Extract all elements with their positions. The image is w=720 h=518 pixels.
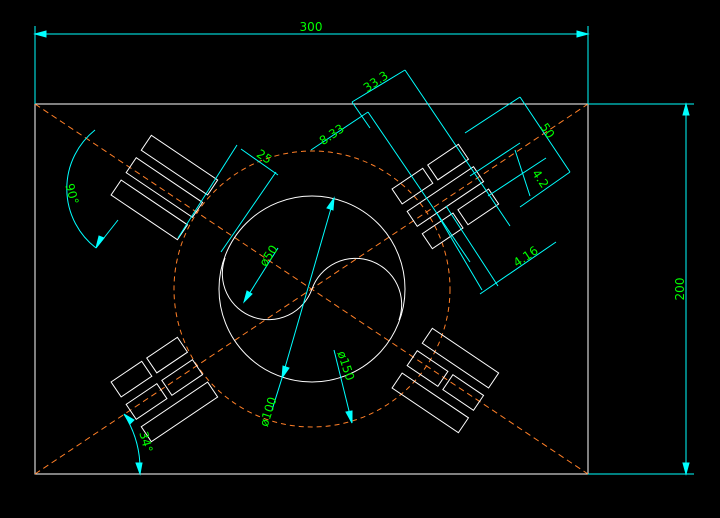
dim-diameter-dashed <box>333 349 353 424</box>
dim-bar-gap <box>435 205 557 295</box>
dim-width-label: 300 <box>300 20 323 34</box>
dim-diameter-circle <box>271 196 335 411</box>
dim-angle-diag <box>66 129 119 249</box>
dim-group-length <box>351 69 511 227</box>
dim-group-width <box>464 96 571 208</box>
dim-angle-diag-label: 90° <box>62 182 81 206</box>
trigram-upper-right <box>391 143 500 250</box>
dim-bar-width <box>177 144 279 253</box>
trigram-lower-right <box>391 327 500 434</box>
dashed-circle-150 <box>173 150 451 428</box>
dim-height <box>588 102 694 476</box>
dim-gap <box>469 142 547 197</box>
taegeuk-curve <box>221 257 403 321</box>
dim-width <box>33 26 590 104</box>
outer-rectangle <box>34 103 589 475</box>
trigram-upper-left <box>110 134 219 241</box>
dim-diameter-small <box>243 247 279 304</box>
dim-height-label: 200 <box>673 278 687 301</box>
trigram-lower-left <box>110 336 219 443</box>
dim-angle-base-label: 34° <box>136 430 155 454</box>
circle-100 <box>218 195 406 383</box>
dim-angle-base <box>123 413 143 476</box>
dim-inner-offset <box>310 111 471 263</box>
